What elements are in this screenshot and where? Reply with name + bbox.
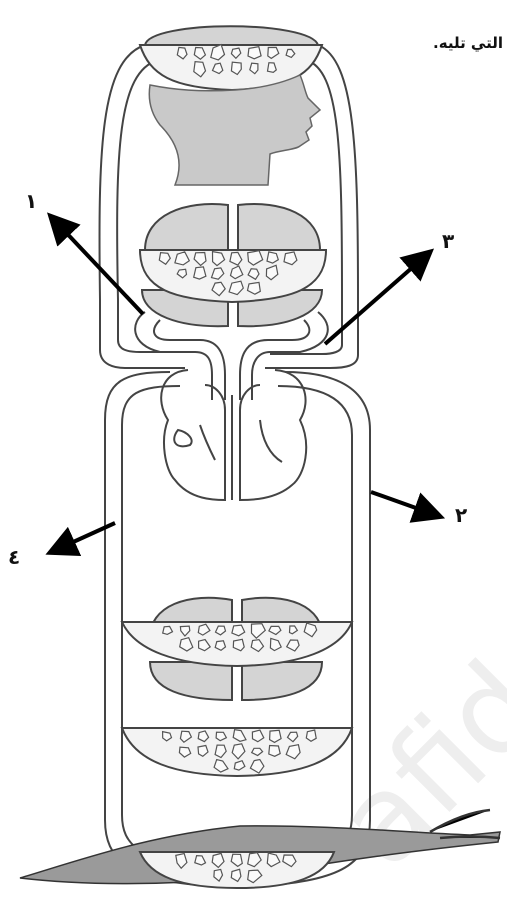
capillary-cell (284, 252, 297, 265)
arrow-2 (371, 492, 430, 513)
abdominal-organs (122, 598, 352, 700)
capillary-cell (306, 730, 316, 741)
arrow-4 (60, 523, 115, 548)
label-3: ٣ (442, 229, 454, 253)
lungs (140, 204, 326, 326)
capillary-cell (269, 746, 280, 757)
head-silhouette (149, 75, 320, 185)
capillary-cell (268, 63, 277, 73)
heart (161, 370, 306, 500)
label-2: ٢ (455, 503, 467, 527)
kidney-capillary-bed (122, 728, 352, 776)
label-4: ٤ (8, 545, 20, 569)
capillary-cell (194, 267, 206, 279)
arrow-3 (325, 259, 422, 344)
capillary-cell (248, 47, 261, 59)
label-1: ١ (25, 189, 37, 213)
